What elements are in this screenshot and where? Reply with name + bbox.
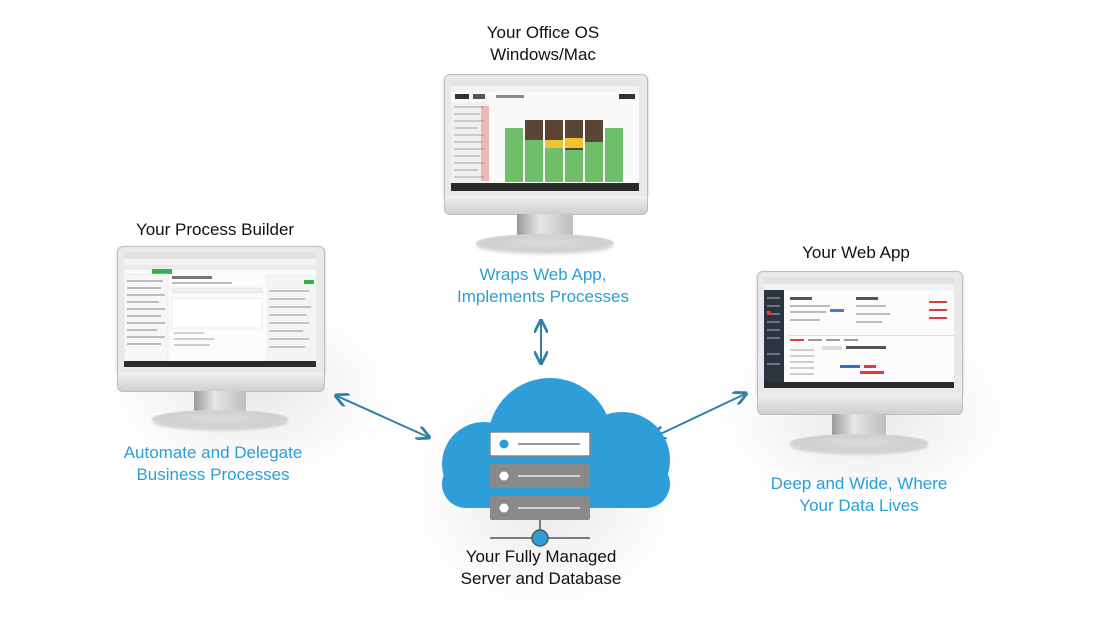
office-os-title: Your Office OS Windows/Mac <box>443 22 643 66</box>
web-app-screenshot <box>764 277 954 388</box>
office-os-caption-line2: Implements Processes <box>457 287 629 306</box>
office-os-title-line2: Windows/Mac <box>490 45 596 64</box>
process-builder-monitor-foot <box>152 410 288 428</box>
server-title-line2: Server and Database <box>460 569 622 588</box>
office-os-title-line1: Your Office OS <box>486 23 600 42</box>
web-app-monitor-foot <box>790 434 928 452</box>
process-builder-title: Your Process Builder <box>135 220 295 239</box>
office-os-monitor-foot <box>476 234 614 252</box>
cloud-server-icon <box>442 378 670 547</box>
office-os-caption: Wraps Web App, Implements Processes <box>430 264 656 308</box>
server-title: Your Fully Managed Server and Database <box>436 546 646 590</box>
process-builder-screenshot <box>124 252 316 367</box>
office-os-calendar-screenshot <box>451 80 639 191</box>
process-builder-caption: Automate and Delegate Business Processes <box>100 442 326 486</box>
process-builder-caption-line1: Automate and Delegate <box>123 443 303 462</box>
server-title-line1: Your Fully Managed <box>465 547 617 566</box>
double-arrow-icon <box>337 396 428 437</box>
office-os-screen <box>451 80 639 191</box>
web-app-title: Your Web App <box>802 243 910 262</box>
double-arrow-icon <box>654 394 745 437</box>
process-builder-screen <box>124 252 316 367</box>
web-app-caption-line1: Deep and Wide, Where <box>770 474 948 493</box>
office-os-caption-line1: Wraps Web App, <box>479 265 607 284</box>
process-builder-caption-line2: Business Processes <box>136 465 290 484</box>
web-app-caption: Deep and Wide, Where Your Data Lives <box>746 473 972 517</box>
server-rack <box>489 431 591 547</box>
web-app-screen <box>764 277 954 388</box>
web-app-caption-line2: Your Data Lives <box>799 496 919 515</box>
